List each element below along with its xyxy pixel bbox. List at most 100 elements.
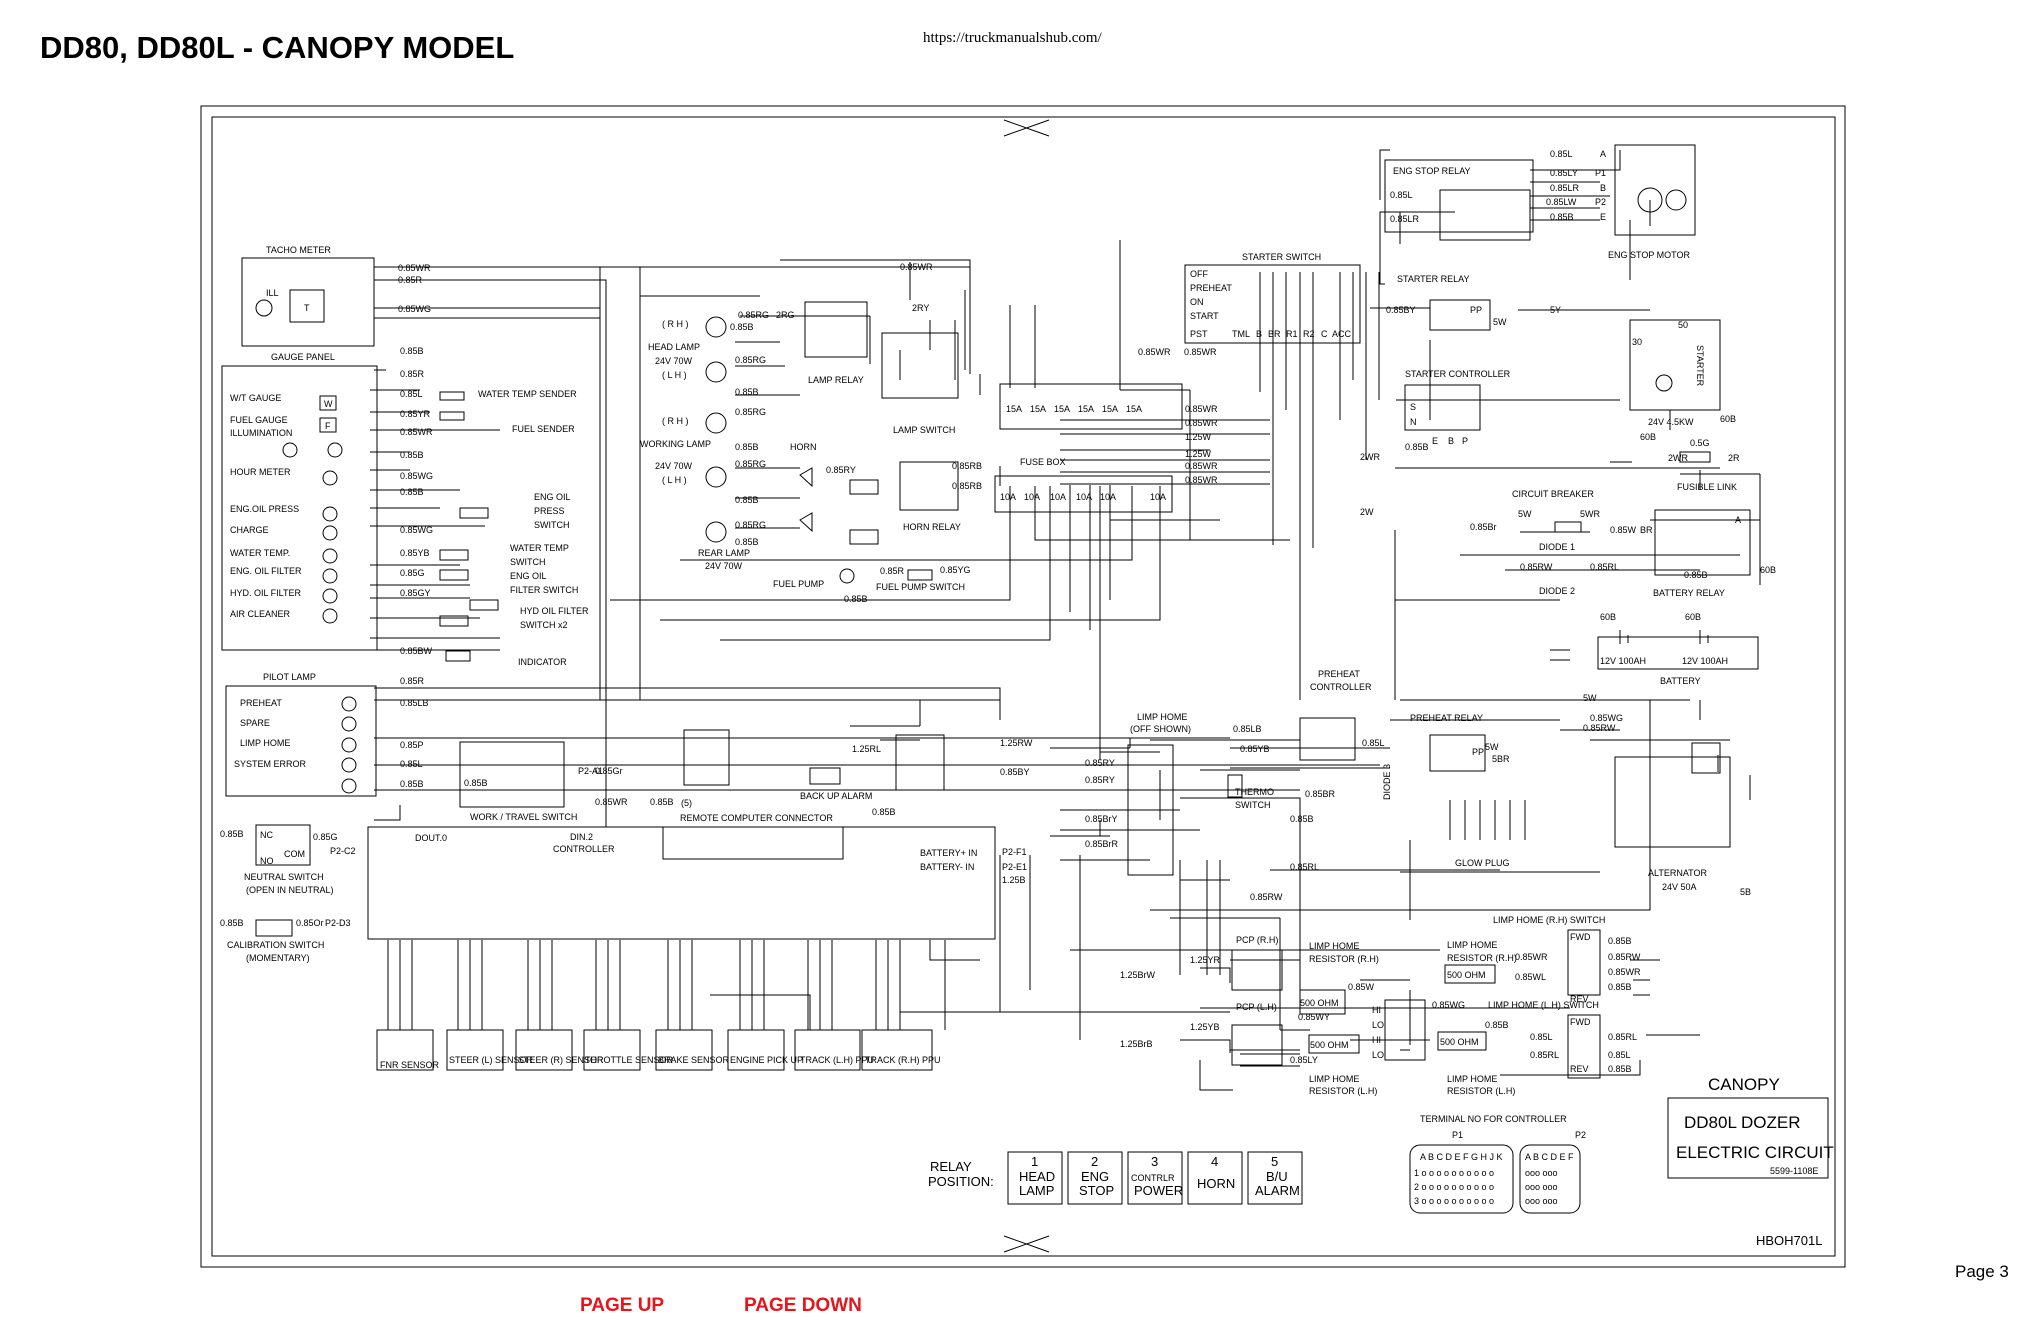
svg-text:0.85RB: 0.85RB xyxy=(952,461,982,471)
svg-text:0.85WG: 0.85WG xyxy=(400,471,433,481)
svg-text:BRAKE SENSOR: BRAKE SENSOR xyxy=(658,1055,730,1065)
svg-text:POWER: POWER xyxy=(1134,1183,1183,1198)
svg-text:ooo ooo: ooo ooo xyxy=(1525,1196,1558,1206)
svg-text:0.85R: 0.85R xyxy=(400,676,425,686)
svg-text:5599-1108E: 5599-1108E xyxy=(1770,1166,1818,1176)
svg-text:(OFF SHOWN): (OFF SHOWN) xyxy=(1130,724,1191,734)
svg-text:2W: 2W xyxy=(1360,507,1374,517)
svg-text:50: 50 xyxy=(1678,320,1688,330)
page-down-link[interactable]: PAGE DOWN xyxy=(744,1295,862,1316)
source-url[interactable]: https://truckmanualshub.com/ xyxy=(923,30,1102,46)
svg-text:LAMP: LAMP xyxy=(1019,1183,1054,1198)
svg-text:FUEL GAUGE: FUEL GAUGE xyxy=(230,415,288,425)
svg-text:60B: 60B xyxy=(1685,612,1701,622)
svg-text:ILLUMINATION: ILLUMINATION xyxy=(230,428,292,438)
svg-text:ELECTRIC CIRCUIT: ELECTRIC CIRCUIT xyxy=(1676,1143,1834,1162)
svg-text:1.25BrW: 1.25BrW xyxy=(1120,970,1156,980)
svg-text:0.85YB: 0.85YB xyxy=(1240,744,1270,754)
svg-text:CONTROLLER: CONTROLLER xyxy=(1310,682,1372,692)
svg-text:24V 50A: 24V 50A xyxy=(1662,882,1697,892)
svg-text:HYD. OIL FILTER: HYD. OIL FILTER xyxy=(230,588,302,598)
svg-text:HBOH701L: HBOH701L xyxy=(1756,1233,1822,1248)
svg-text:ENG OIL: ENG OIL xyxy=(534,492,571,502)
svg-text:0.85B: 0.85B xyxy=(220,918,244,928)
svg-text:0.85B: 0.85B xyxy=(650,797,674,807)
svg-text:0.85B: 0.85B xyxy=(1608,1064,1632,1074)
svg-text:0.85LR: 0.85LR xyxy=(1550,183,1580,193)
svg-text:LIMP HOME: LIMP HOME xyxy=(1447,940,1497,950)
svg-text:FUEL PUMP: FUEL PUMP xyxy=(773,579,824,589)
svg-text:0.85WG: 0.85WG xyxy=(1590,713,1623,723)
svg-text:0.85WR: 0.85WR xyxy=(1608,967,1641,977)
svg-text:12V 100AH: 12V 100AH xyxy=(1682,656,1728,666)
svg-text:SYSTEM ERROR: SYSTEM ERROR xyxy=(234,759,307,769)
page-up-link[interactable]: PAGE UP xyxy=(580,1295,665,1316)
svg-text:0.85B: 0.85B xyxy=(735,442,759,452)
svg-text:LO: LO xyxy=(1372,1050,1384,1060)
svg-text:CONTROLLER: CONTROLLER xyxy=(553,844,615,854)
svg-text:0.85B: 0.85B xyxy=(1290,814,1314,824)
svg-text:CONTRLR: CONTRLR xyxy=(1131,1173,1175,1183)
svg-text:3: 3 xyxy=(1151,1154,1158,1169)
svg-text:B: B xyxy=(1600,183,1606,193)
svg-text:0.85WY: 0.85WY xyxy=(1298,1012,1330,1022)
svg-text:15A: 15A xyxy=(1054,404,1070,414)
svg-text:0.85B: 0.85B xyxy=(1608,936,1632,946)
svg-text:0.85B: 0.85B xyxy=(1608,982,1632,992)
svg-text:0.85Gr: 0.85Gr xyxy=(595,766,623,776)
svg-text:1 o o o o o o o o o o: 1 o o o o o o o o o o xyxy=(1414,1168,1494,1178)
svg-text:TERMINAL NO FOR CONTROLLER: TERMINAL NO FOR CONTROLLER xyxy=(1420,1114,1567,1124)
svg-text:0.85LW: 0.85LW xyxy=(1546,197,1577,207)
svg-text:10A: 10A xyxy=(1000,492,1016,502)
center-marks xyxy=(1003,119,1050,1253)
svg-text:0.85L: 0.85L xyxy=(1362,738,1385,748)
svg-text:E: E xyxy=(1600,212,1606,222)
svg-text:0.85WR: 0.85WR xyxy=(1185,475,1218,485)
svg-text:0.85G: 0.85G xyxy=(400,568,425,578)
svg-text:REAR LAMP: REAR LAMP xyxy=(698,548,750,558)
svg-text:ALTERNATOR: ALTERNATOR xyxy=(1648,868,1708,878)
svg-text:0.85BY: 0.85BY xyxy=(1000,767,1030,777)
svg-text:0.85RL: 0.85RL xyxy=(1608,1032,1637,1042)
svg-text:F: F xyxy=(325,421,331,431)
svg-text:RESISTOR (L.H): RESISTOR (L.H) xyxy=(1309,1086,1377,1096)
svg-text:0.85WL: 0.85WL xyxy=(1515,972,1546,982)
svg-text:5B: 5B xyxy=(1740,887,1751,897)
svg-text:0.85RG: 0.85RG xyxy=(735,407,766,417)
lamps: ( R H ) HEAD LAMP 24V 70W ( L H ) ( R H … xyxy=(640,316,965,592)
svg-text:A B C D E F: A B C D E F xyxy=(1525,1152,1574,1162)
svg-text:0.85RW: 0.85RW xyxy=(1520,562,1553,572)
svg-text:WATER TEMP: WATER TEMP xyxy=(510,543,569,553)
svg-text:60B: 60B xyxy=(1600,612,1616,622)
relay-position: RELAY POSITION: 1 HEAD LAMP 2 ENG STOP 3… xyxy=(928,1151,1303,1205)
svg-text:0.85W: 0.85W xyxy=(1348,982,1375,992)
svg-text:STARTER SWITCH: STARTER SWITCH xyxy=(1242,252,1321,262)
svg-text:1.25YB: 1.25YB xyxy=(1190,1022,1220,1032)
svg-text:0.85RB: 0.85RB xyxy=(952,481,982,491)
svg-text:P: P xyxy=(1462,436,1468,446)
svg-text:0.85Br: 0.85Br xyxy=(1470,522,1497,532)
svg-text:2RG: 2RG xyxy=(776,310,795,320)
svg-text:2 o o o o o o o o o o: 2 o o o o o o o o o o xyxy=(1414,1182,1494,1192)
svg-text:0.85RW: 0.85RW xyxy=(1250,892,1283,902)
svg-text:60B: 60B xyxy=(1720,414,1736,424)
svg-text:ENG OIL: ENG OIL xyxy=(510,571,547,581)
svg-text:1.25B: 1.25B xyxy=(1002,875,1026,885)
lamp-relay: LAMP RELAY LAMP SWITCH HORN RELAY xyxy=(804,301,961,545)
svg-text:4: 4 xyxy=(1211,1154,1218,1169)
svg-text:LO: LO xyxy=(1372,1020,1384,1030)
svg-text:HORN: HORN xyxy=(790,442,817,452)
svg-text:TACHO METER: TACHO METER xyxy=(266,245,331,255)
page-number: Page 3 xyxy=(1955,1262,2009,1281)
svg-text:2: 2 xyxy=(1091,1154,1098,1169)
svg-text:POSITION:: POSITION: xyxy=(928,1174,994,1189)
svg-text:30: 30 xyxy=(1632,337,1642,347)
svg-text:0.85LR: 0.85LR xyxy=(1390,214,1420,224)
svg-text:LAMP RELAY: LAMP RELAY xyxy=(808,375,864,385)
